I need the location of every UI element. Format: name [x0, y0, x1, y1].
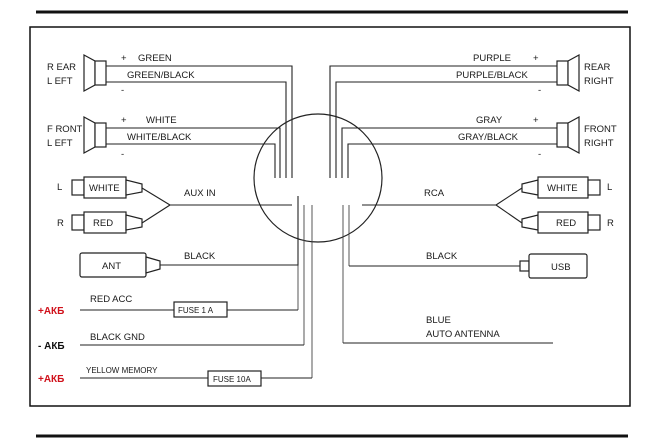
usb-group: BLACK USB — [349, 251, 588, 279]
speaker-front-left-label-2: L EFT — [47, 138, 73, 149]
wire-label-purple-black: PURPLE/BLACK — [456, 70, 528, 81]
plus-sign: + — [533, 115, 539, 126]
fuse-1a-label: FUSE 1 A — [178, 306, 214, 315]
speaker-front-right-label-1: FRONT — [584, 124, 617, 135]
memory-wire-label: YELLOW MEMORY — [86, 366, 158, 375]
channel-letter-r: R — [607, 218, 614, 229]
harness-trunk — [297, 196, 350, 378]
speaker-rear-left-label-1: R EAR — [47, 62, 76, 73]
speaker-rear-left: R EAR L EFT + GREEN GREEN/BLACK - — [47, 53, 195, 96]
wire-label-green-black: GREEN/BLACK — [127, 70, 195, 81]
acc-wire-label: RED ACC — [90, 294, 132, 305]
power-gnd: - АКБ BLACK GND — [38, 332, 304, 352]
auto-antenna-group: BLUE AUTO ANTENNA — [343, 315, 553, 344]
rca-plug-red: RED — [71, 211, 143, 234]
usb-plug — [528, 253, 588, 279]
channel-letter-r: R — [57, 218, 64, 229]
left-speaker-wires — [106, 65, 293, 178]
speaker-rear-right-label-1: REAR — [584, 62, 611, 73]
auto-antenna-label: AUTO ANTENNA — [426, 329, 500, 340]
power-acc: +АКБ FUSE 1 A RED ACC — [38, 294, 298, 318]
speaker-icon — [556, 53, 580, 93]
speaker-rear-left-label-2: L EFT — [47, 76, 73, 87]
wire-label-white-black: WHITE/BLACK — [127, 132, 192, 143]
speaker-icon — [83, 115, 107, 155]
battery-positive-label: +АКБ — [38, 306, 64, 317]
minus-sign: - — [121, 85, 124, 96]
speaker-rear-right-label-2: RIGHT — [584, 76, 614, 87]
speaker-icon — [556, 115, 580, 155]
speaker-rear-right: PURPLE + PURPLE/BLACK - REAR RIGHT — [456, 53, 614, 96]
fuse-10a-label: FUSE 10A — [213, 375, 251, 384]
plug-label-white: WHITE — [547, 183, 578, 194]
wire-label-green: GREEN — [138, 53, 172, 64]
antenna-plug-label: ANT — [102, 261, 121, 272]
wire-label-gray: GRAY — [476, 115, 503, 126]
speaker-front-left-label-1: F RONT — [47, 124, 83, 135]
aux-in-label: AUX IN — [184, 188, 216, 199]
rca-plug-white: WHITE — [521, 176, 601, 199]
speaker-front-right: GRAY + GRAY/BLACK - FRONT RIGHT — [458, 115, 617, 160]
plug-label-white: WHITE — [89, 183, 120, 194]
aux-in-group: L R WHITE RED AUX IN — [57, 176, 292, 234]
auto-antenna-color: BLUE — [426, 315, 451, 326]
plug-label-red: RED — [93, 218, 113, 229]
plus-sign: + — [121, 115, 127, 126]
antenna-group: ANT BLACK — [79, 196, 299, 278]
right-speaker-wires — [329, 65, 557, 178]
plug-label-red: RED — [556, 218, 576, 229]
harness-connector-circle — [253, 113, 383, 243]
wire-label-purple: PURPLE — [473, 53, 511, 64]
minus-sign: - — [121, 149, 124, 160]
antenna-wire-label: BLACK — [184, 251, 216, 262]
rca-plug-red: RED — [521, 211, 601, 234]
usb-plug-label: USB — [551, 262, 571, 273]
channel-letter-l: L — [607, 182, 612, 193]
power-memory: +АКБ FUSE 10A YELLOW MEMORY — [38, 366, 312, 387]
channel-letter-l: L — [57, 182, 62, 193]
wire-label-white: WHITE — [146, 115, 177, 126]
rca-group: RCA WHITE RED L R — [362, 176, 614, 234]
plus-sign: + — [121, 53, 127, 64]
speaker-icon — [83, 53, 107, 93]
speaker-front-right-label-2: RIGHT — [584, 138, 614, 149]
gnd-wire-label: BLACK GND — [90, 332, 145, 343]
battery-positive-label: +АКБ — [38, 374, 64, 385]
battery-negative-label: - АКБ — [38, 341, 65, 352]
minus-sign: - — [538, 149, 541, 160]
rca-label: RCA — [424, 188, 445, 199]
plus-sign: + — [533, 53, 539, 64]
usb-wire-label: BLACK — [426, 251, 458, 262]
rca-plug-white: WHITE — [71, 176, 143, 199]
minus-sign: - — [538, 85, 541, 96]
diagram-frame — [29, 26, 631, 407]
wire-label-gray-black: GRAY/BLACK — [458, 132, 519, 143]
speaker-front-left: F RONT L EFT + WHITE WHITE/BLACK - — [47, 115, 192, 160]
